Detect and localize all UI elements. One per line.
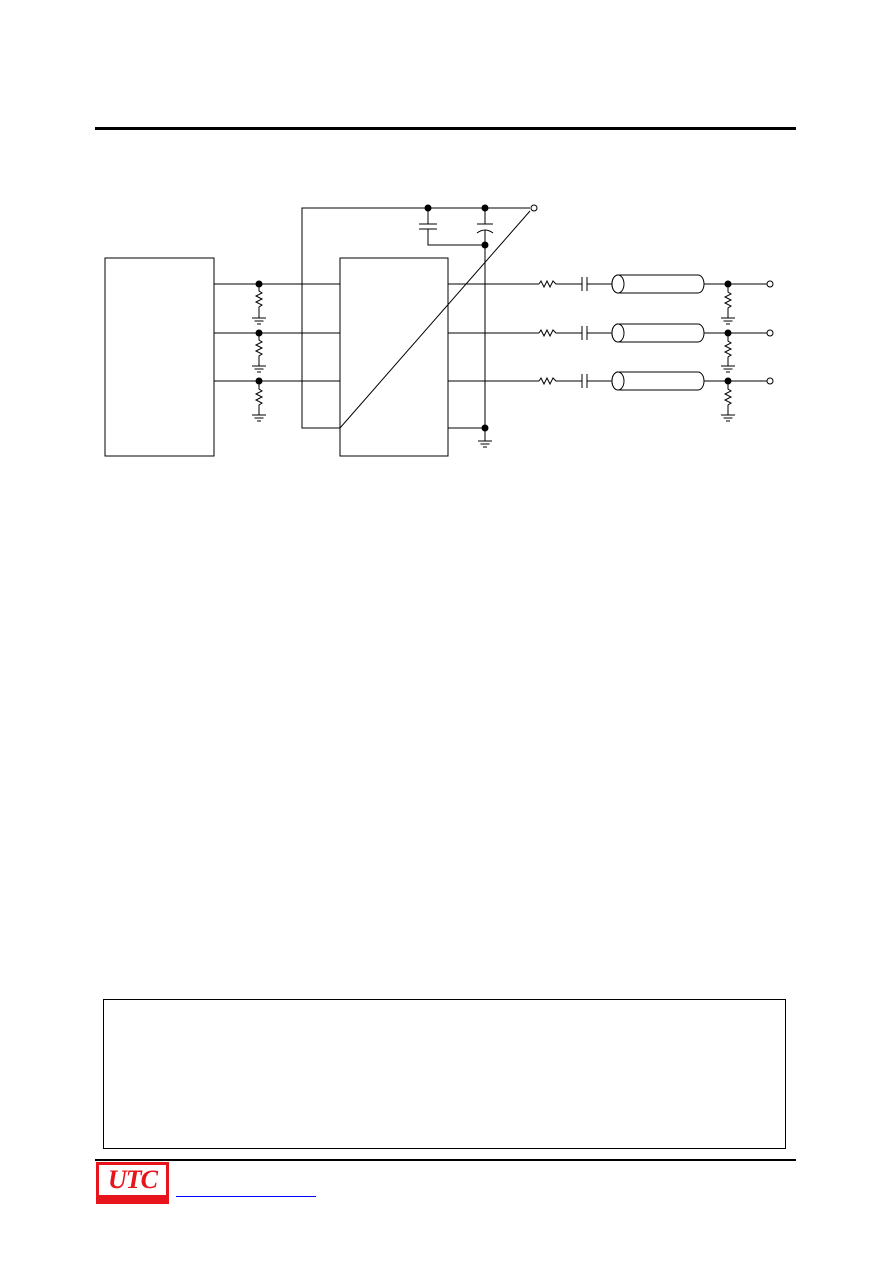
output-channel-3 — [448, 371, 774, 422]
output-channel-1 — [448, 274, 774, 325]
output-channel-2 — [448, 323, 774, 373]
website-link[interactable] — [176, 1178, 316, 1197]
input-pulldown-resistors — [251, 280, 267, 422]
header-rule — [95, 127, 796, 130]
supply-decoupling-capacitors — [301, 204, 538, 448]
footer-rule — [95, 1159, 796, 1161]
center-ic-block — [339, 257, 449, 457]
notice-box — [103, 999, 786, 1149]
left-ic-block — [104, 257, 215, 457]
logo-panel — [99, 1165, 166, 1195]
utc-logo: UTC — [96, 1162, 169, 1204]
application-circuit-schematic — [104, 204, 774, 457]
logo-text: UTC — [108, 1165, 158, 1194]
